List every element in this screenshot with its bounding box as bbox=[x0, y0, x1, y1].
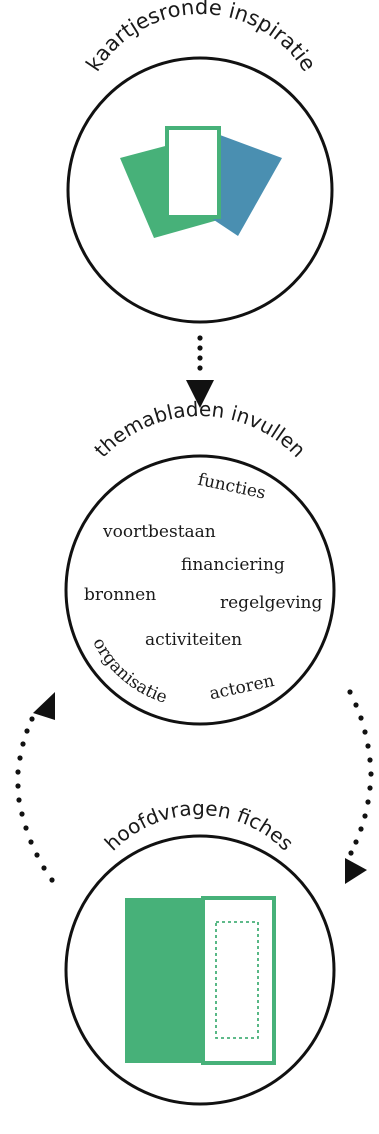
word-regelgeving: regelgeving bbox=[220, 593, 322, 613]
arrow-left-up bbox=[15, 692, 55, 883]
questions-circle bbox=[64, 834, 336, 1106]
word-functies: functies bbox=[196, 470, 267, 504]
word-actoren: actoren bbox=[208, 671, 277, 704]
arrow-down bbox=[186, 335, 214, 408]
word-financiering: financiering bbox=[181, 555, 285, 575]
inspiration-title: kaartjesronde inspiratie bbox=[81, 0, 320, 76]
themes-title: themabladen invullen bbox=[89, 397, 310, 462]
stage-inspiration: kaartjesronde inspiratie bbox=[66, 0, 334, 324]
fiches-icon bbox=[125, 896, 276, 1065]
word-bronnen: bronnen bbox=[84, 585, 156, 605]
cards-icon bbox=[120, 126, 282, 238]
themes-circle bbox=[64, 454, 336, 726]
arrow-right-down bbox=[345, 689, 374, 884]
word-activiteiten: activiteiten bbox=[145, 630, 242, 650]
stage-themes: themabladen invullen functies voortbesta… bbox=[64, 397, 336, 726]
stage-questions: hoofdvragen fiches bbox=[64, 796, 336, 1106]
word-voortbestaan: voortbestaan bbox=[102, 522, 216, 542]
inspiration-circle bbox=[66, 56, 334, 324]
questions-title: hoofdvragen fiches bbox=[100, 796, 299, 855]
